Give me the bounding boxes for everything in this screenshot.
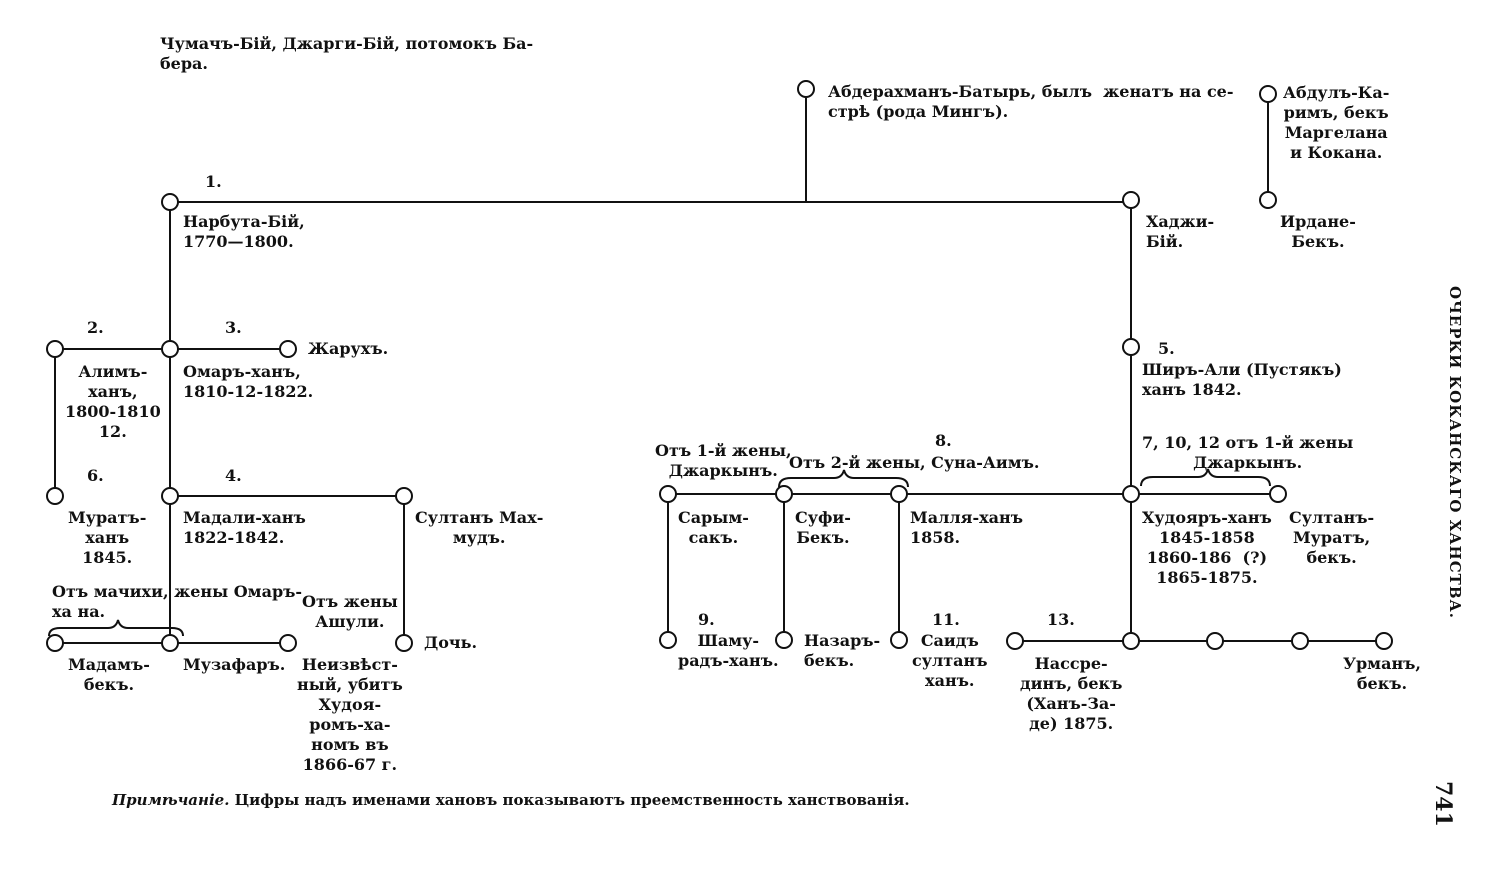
node-doch [395, 634, 413, 652]
label-omar: Омаръ-ханъ, 1810-12-1822. [183, 362, 314, 401]
number-8: 8. [935, 431, 952, 450]
number-11: 11. [932, 610, 960, 629]
footnote-label: Примѣчаніе. [112, 791, 230, 809]
node-madam [46, 634, 64, 652]
brackets [48, 468, 1271, 637]
number-3: 3. [225, 318, 242, 337]
bracket-ot-machikhi [48, 619, 184, 637]
bracket-ot-2-zheny [778, 469, 909, 488]
label-nazar: Назаръ- бекъ. [804, 631, 881, 670]
node-khudoyar-son-3 [1291, 632, 1309, 650]
node-irdane [1259, 191, 1277, 209]
node-shir-ali [1122, 338, 1140, 356]
node-neizvestny [279, 634, 297, 652]
page-number: 741 [1430, 781, 1456, 827]
annotation-ot-1-zheny: Отъ 1-й жены, Джаркынъ. [655, 441, 792, 480]
label-abderakhman: Абдерахманъ-Батырь, былъ женатъ на се- с… [828, 82, 1234, 121]
node-abdul-karim [1259, 85, 1277, 103]
node-mallya [890, 485, 908, 503]
number-9: 9. [698, 610, 715, 629]
node-shamurad [659, 631, 677, 649]
node-madali [161, 487, 179, 505]
node-nasreddin [1006, 632, 1024, 650]
annotation-7-10-12: 7, 10, 12 отъ 1-й жены Джаркынъ. [1142, 433, 1354, 472]
node-omar [161, 340, 179, 358]
label-urman: Урманъ, бекъ. [1343, 654, 1421, 693]
node-alim [46, 340, 64, 358]
number-6: 6. [87, 466, 104, 485]
node-khudoyar-son-2 [1206, 632, 1224, 650]
label-muzafar: Музафаръ. [183, 655, 286, 674]
node-sultan-makhmud [395, 487, 413, 505]
node-sufi [775, 485, 793, 503]
label-khudoyar: Худояръ-ханъ 1845-1858 1860-186 (?) 1865… [1142, 508, 1272, 587]
label-sarymsak: Сарым- сакъ. [678, 508, 749, 547]
number-13: 13. [1047, 610, 1075, 629]
label-zharukh: Жарухъ. [308, 339, 389, 358]
number-5: 5. [1158, 339, 1175, 358]
label-narbuta: Нарбута-Бій, 1770—1800. [183, 212, 305, 251]
running-title: ОЧЕРКИ КОКАНСКАГО ХАНСТВА. [1446, 286, 1464, 619]
label-madali: Мадали-ханъ 1822-1842. [183, 508, 306, 547]
node-narbuta [161, 193, 179, 211]
node-zharukh [279, 340, 297, 358]
node-muzafar [161, 634, 179, 652]
tree-nodes [46, 80, 1393, 652]
node-khudoyar-son-1 [1122, 632, 1140, 650]
label-shamurad: Шаму- радъ-ханъ. [678, 631, 779, 670]
node-sarymsak [659, 485, 677, 503]
annotation-ot-machikhi: Отъ мачихи, жены Омаръ- ха на. [52, 582, 303, 621]
annotation-ot-2-zheny: Отъ 2-й жены, Суна-Аимъ. [789, 453, 1040, 472]
number-1: 1. [205, 172, 222, 191]
label-madam: Мадамъ- бекъ. [68, 655, 150, 694]
footnote-text: Цифры надъ именами хановъ показываютъ пр… [229, 791, 910, 809]
label-sufi: Суфи- Бекъ. [795, 508, 851, 547]
header-ancestors-label: Чумачъ-Бій, Джарги-Бій, потомокъ Ба- бер… [160, 34, 534, 73]
node-khudoyar [1122, 485, 1140, 503]
number-4: 4. [225, 466, 242, 485]
label-abdul-karim: Абдулъ-Ка- римъ, бекъ Маргелана и Кокана… [1283, 83, 1390, 162]
label-nasreddin: Нассре- динъ, бекъ (Ханъ-За- де) 1875. [1020, 654, 1123, 733]
label-mallya: Малля-ханъ 1858. [910, 508, 1023, 547]
label-said: Саидъ султанъ ханъ. [912, 631, 988, 690]
label-murat: Муратъ- ханъ 1845. [68, 508, 147, 567]
label-hadzhi: Хаджи- Бій. [1146, 212, 1215, 251]
node-urman [1375, 632, 1393, 650]
label-sultan-murat: Султанъ- Муратъ, бекъ. [1289, 508, 1375, 567]
node-hadzhi [1122, 191, 1140, 209]
annotation-ot-zheny-ashuli: Отъ жены Ашули. [302, 592, 398, 631]
label-alim: Алимъ- ханъ, 1800-1810 12. [65, 362, 161, 441]
label-neizvestny: Неизвѣст- ный, убитъ Худоя- ромъ-ха- ном… [297, 655, 403, 774]
label-sultan-makhmud: Султанъ Мах- мудъ. [415, 508, 544, 547]
node-said [890, 631, 908, 649]
node-nazar [775, 631, 793, 649]
node-sultan-murat [1269, 485, 1287, 503]
node-murat [46, 487, 64, 505]
label-doch: Дочь. [424, 633, 478, 652]
footnote: Примѣчаніе. Цифры надъ именами хановъ по… [112, 791, 910, 809]
node-abderakhman [797, 80, 815, 98]
label-shir-ali: Ширъ-Али (Пустякъ) ханъ 1842. [1142, 360, 1342, 399]
label-irdane: Ирдане- Бекъ. [1280, 212, 1356, 251]
number-2: 2. [87, 318, 104, 337]
bracket-ot-1-zheny-dzharkyn [1140, 468, 1271, 487]
